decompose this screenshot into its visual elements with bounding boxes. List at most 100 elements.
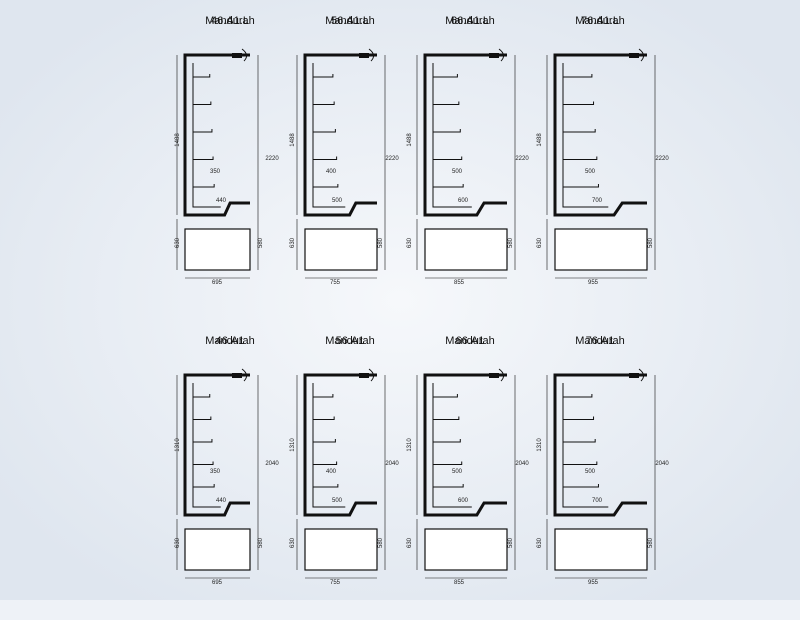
inner-wall <box>192 383 221 508</box>
height-main-label: 1488 <box>290 133 296 147</box>
cabinet-56-a1-l: Mandurah 56.A1.L 1488 2220 630 580 400 5… <box>285 15 415 300</box>
cabinet-drawing: 1310 2040 630 580 500 600 855 <box>407 368 529 586</box>
cabinet-name: Mandurah <box>445 335 495 347</box>
cabinet-46-a1-l: Mandurah 46.A1.L 1488 2220 630 580 350 4… <box>165 15 295 300</box>
shelf <box>433 484 464 488</box>
shelf-depth-upper-label: 500 <box>452 469 463 475</box>
shelf <box>313 416 335 420</box>
cabinet-56-a1: Mandurah 56.A1 1310 2040 630 580 400 500… <box>285 335 415 620</box>
shelf-depth-upper-label: 400 <box>326 469 337 475</box>
shelf <box>563 129 596 133</box>
inner-wall <box>432 63 472 208</box>
shelf-depth-lower-label: 440 <box>216 198 227 204</box>
height-total-label: 2040 <box>655 461 669 467</box>
cabinet-outline <box>553 53 647 217</box>
cabinet-model: 76.A1 <box>585 335 615 347</box>
cabinet-name: Mandurah <box>325 15 375 27</box>
shelf <box>193 129 213 133</box>
cabinet-model: 76.A1.L <box>581 15 619 27</box>
base-unit <box>554 228 648 271</box>
shelf <box>313 74 334 78</box>
height-total-label: 2220 <box>515 156 529 162</box>
base-unit <box>424 228 508 271</box>
cabinet-66-a1: Mandurah 66.A1 1310 2040 630 580 500 600… <box>405 335 535 620</box>
cabinet-outline <box>423 53 507 217</box>
shelf <box>433 101 460 105</box>
width-label: 695 <box>212 280 223 286</box>
inner-wall <box>562 383 609 508</box>
shelf-depth-lower-label: 600 <box>458 198 469 204</box>
cabinet-drawing: 1488 2220 630 580 500 700 955 <box>537 48 669 286</box>
cabinet-drawing: 1488 2220 630 580 500 600 855 <box>407 48 529 286</box>
base-unit <box>424 528 508 571</box>
base-unit <box>184 528 251 571</box>
base-unit <box>304 528 378 571</box>
height-total-label: 2220 <box>265 156 279 162</box>
base-height-right-label: 580 <box>258 537 264 548</box>
cabinet-66-a1-l: Mandurah 66.A1.L 1488 2220 630 580 500 6… <box>405 15 535 300</box>
height-total-label: 2040 <box>265 461 279 467</box>
base-height-right-label: 580 <box>508 237 514 248</box>
shelf-depth-lower-label: 700 <box>592 498 603 504</box>
shelf-depth-upper-label: 500 <box>452 169 463 175</box>
shelf <box>563 394 593 398</box>
width-label: 755 <box>330 280 341 286</box>
height-main-label: 1310 <box>407 438 413 452</box>
width-label: 855 <box>454 580 465 586</box>
shelf <box>563 74 593 78</box>
cabinet-76-a1: Mandurah 76.A1 1310 2040 630 580 500 700… <box>535 335 669 620</box>
base-height-left-label: 630 <box>175 537 181 548</box>
height-main-label: 1310 <box>537 438 543 452</box>
cabinet-drawing: 1310 2040 630 580 500 700 955 <box>537 368 669 586</box>
shelf-depth-upper-label: 350 <box>210 469 221 475</box>
shelf-depth-upper-label: 400 <box>326 169 337 175</box>
shelf <box>313 156 338 160</box>
shelf <box>313 394 334 398</box>
shelf <box>433 394 458 398</box>
shelf-depth-upper-label: 350 <box>210 169 221 175</box>
cabinet-outline <box>423 373 507 517</box>
shelf <box>193 416 212 420</box>
shelf <box>193 74 211 78</box>
shelf <box>313 184 339 188</box>
cabinet-name: Mandurah <box>205 335 255 347</box>
width-label: 695 <box>212 580 223 586</box>
shelf <box>193 394 211 398</box>
cabinet-outline <box>303 53 377 217</box>
base-height-left-label: 630 <box>407 237 413 248</box>
inner-wall <box>312 383 346 508</box>
shelf <box>193 461 214 465</box>
shelf-depth-lower-label: 500 <box>332 198 343 204</box>
shelf <box>433 156 463 160</box>
cabinet-model: 66.A1 <box>455 335 485 347</box>
shelf <box>313 101 335 105</box>
base-unit <box>554 528 648 571</box>
shelf <box>563 461 598 465</box>
cabinet-outline <box>183 53 250 217</box>
base-height-right-label: 580 <box>648 237 654 248</box>
shelf <box>563 184 599 188</box>
base-height-right-label: 580 <box>258 237 264 248</box>
height-main-label: 1488 <box>407 133 413 147</box>
cabinet-drawing: 1310 2040 630 580 350 440 695 <box>175 368 279 586</box>
inner-wall <box>192 63 221 208</box>
height-total-label: 2040 <box>385 461 399 467</box>
cabinet-model: 46.A1 <box>215 335 245 347</box>
shelf <box>193 439 213 443</box>
base-height-left-label: 630 <box>290 237 296 248</box>
cabinet-76-a1-l: Mandurah 76.A1.L 1488 2220 630 580 500 7… <box>535 15 669 300</box>
cabinet-drawing: 1488 2220 630 580 350 440 695 <box>175 48 279 286</box>
shelf <box>313 484 339 488</box>
base-height-right-label: 580 <box>648 537 654 548</box>
width-label: 955 <box>588 280 599 286</box>
shelf <box>433 74 458 78</box>
shelf <box>313 461 338 465</box>
base-height-right-label: 580 <box>508 537 514 548</box>
width-label: 855 <box>454 280 465 286</box>
shelf <box>433 129 461 133</box>
inner-wall <box>312 63 346 208</box>
shelf <box>563 156 598 160</box>
base-height-left-label: 630 <box>175 237 181 248</box>
width-label: 755 <box>330 580 341 586</box>
cabinet-name: Mandurah <box>445 15 495 27</box>
